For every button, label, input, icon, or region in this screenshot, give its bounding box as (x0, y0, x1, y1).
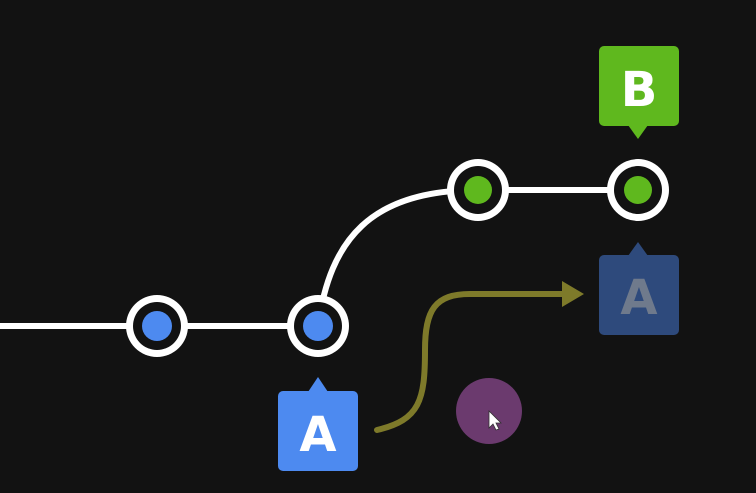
branch-label-a[interactable]: A (278, 377, 358, 471)
arrow-right-icon (562, 281, 584, 307)
branch-label-a-ghost: A (599, 242, 679, 335)
commit-node-4[interactable] (607, 159, 669, 221)
branch-label-b-text: B (621, 62, 658, 118)
branch-label-a-text: A (299, 407, 336, 463)
branch-label-b[interactable]: B (599, 46, 679, 139)
cursor-highlight (456, 378, 522, 444)
commit-node-1[interactable] (126, 295, 188, 357)
branch-label-a-ghost-text: A (620, 270, 657, 326)
commit-node-3[interactable] (447, 159, 509, 221)
mouse-pointer-icon (488, 410, 502, 431)
move-arrow-path (374, 291, 569, 433)
move-arrow (374, 281, 584, 433)
commit-node-2[interactable] (287, 295, 349, 357)
branch-curve (315, 187, 481, 329)
